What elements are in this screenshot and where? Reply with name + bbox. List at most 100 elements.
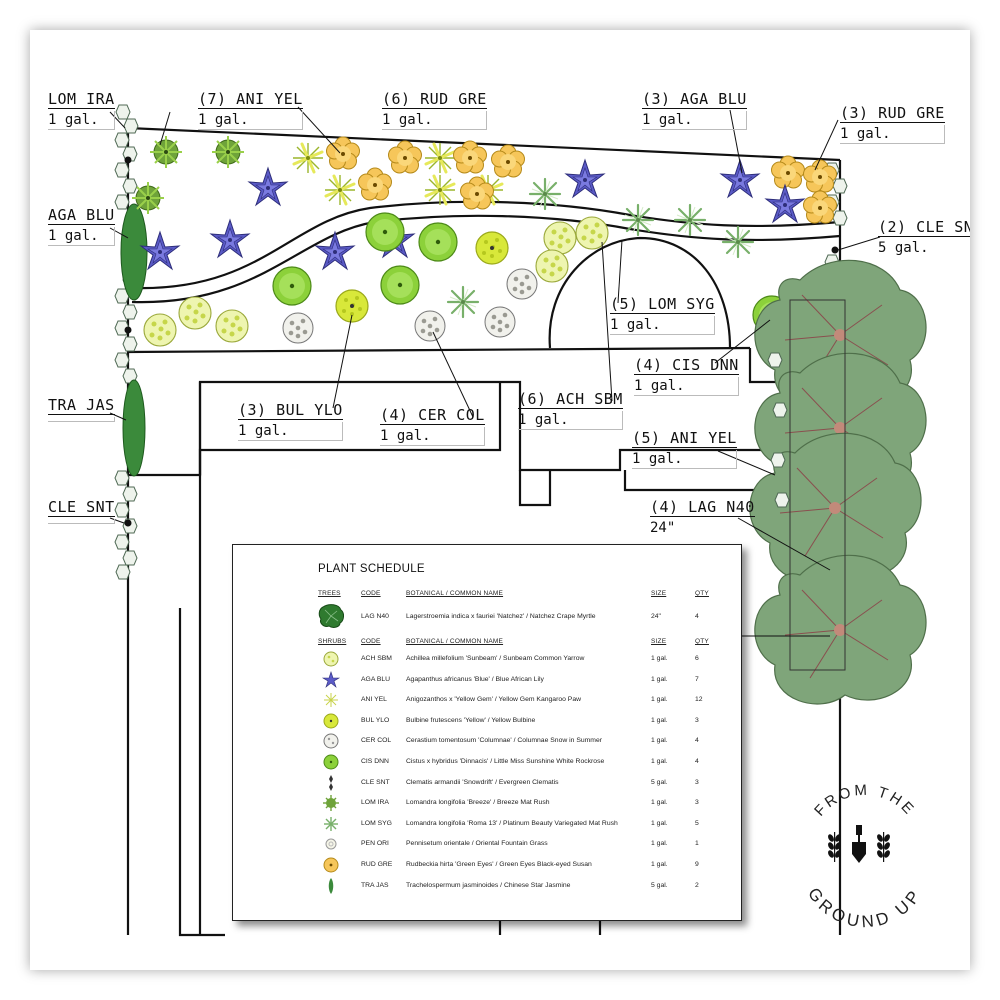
clematis-icon bbox=[329, 774, 333, 791]
header-code: CODE bbox=[361, 590, 381, 597]
shrub-code: ANI YEL bbox=[361, 696, 387, 704]
crape-myrtle-row bbox=[749, 259, 927, 705]
shrub-code: ACH SBM bbox=[361, 655, 392, 662]
header-botanical: BOTANICAL / COMMON NAME bbox=[406, 590, 504, 597]
trachelospermum-icon bbox=[328, 877, 334, 894]
shrub-name: Trachelospermum jasminoides / Chinese St… bbox=[406, 881, 571, 889]
lomandra-ira-icon bbox=[323, 795, 339, 812]
shrub-name: Rudbeckia hirta 'Green Eyes' / Green Eye… bbox=[406, 861, 592, 868]
tag-cle-snt-2: (2) CLE SNT5 gal. bbox=[878, 220, 970, 257]
shrub-code: AGA BLU bbox=[361, 675, 391, 683]
achillea-icon bbox=[323, 651, 339, 667]
shrub-name: Clematis armandii 'Snowdrift' / Evergree… bbox=[406, 778, 559, 786]
pennisetum-icon bbox=[325, 838, 337, 850]
shrub-code: PEN ORI bbox=[361, 840, 389, 848]
tree-code: LAG N40 bbox=[361, 613, 389, 620]
schedule-row-ach-sbm: ACH SBM Achillea millefolium 'Sunbeam' / … bbox=[233, 649, 741, 669]
from-the-ground-up-logo: FROM THE GROUND UP bbox=[804, 782, 922, 932]
schedule-row-ani-yel: ANI YEL Anigozanthos x 'Yellow Gem' / Yel… bbox=[233, 690, 741, 710]
schedule-row-tree: LAG N40 Lagerstroemia indica x fauriei '… bbox=[233, 603, 741, 631]
shovel-icon bbox=[852, 825, 866, 863]
header-size: SIZE bbox=[651, 590, 667, 597]
planting-plan bbox=[109, 104, 927, 937]
schedule-row-rud-gre: RUD GRE Rudbeckia hirta 'Green Eyes' / Gr… bbox=[233, 855, 741, 875]
tree-icon bbox=[318, 604, 344, 628]
path-edge-lower bbox=[131, 214, 841, 304]
shrub-name: Agapanthus africanus 'Blue' / Blue Afric… bbox=[406, 675, 544, 683]
east-vines bbox=[824, 162, 848, 302]
shrub-name: Cerastium tomentosum 'Columnae' / Column… bbox=[406, 737, 603, 745]
shrub-size: 1 gal. bbox=[651, 799, 668, 807]
shrub-name: Achillea millefolium 'Sunbeam' / Sunbeam… bbox=[406, 655, 585, 662]
rudbeckia-icon bbox=[323, 857, 339, 873]
tag-cle-snt: CLE SNT bbox=[48, 500, 115, 524]
bulbine-icon bbox=[323, 713, 339, 729]
header-size-2: SIZE bbox=[651, 638, 667, 645]
shrub-name: Anigozanthos x 'Yellow Gem' / Yellow Gem… bbox=[406, 696, 582, 704]
shrub-size: 1 gal. bbox=[651, 696, 668, 704]
shrub-qty: 3 bbox=[695, 799, 699, 807]
west-vine-hedge bbox=[114, 104, 148, 580]
shrub-qty: 3 bbox=[695, 716, 699, 724]
north-bed-edge bbox=[127, 126, 841, 162]
schedule-row-pen-ori: PEN ORI Pennisetum orientale / Oriental F… bbox=[233, 834, 741, 854]
header-botanical-2: BOTANICAL / COMMON NAME bbox=[406, 638, 504, 645]
header-trees: TREES bbox=[318, 590, 341, 597]
agapanthus-icon bbox=[321, 670, 341, 688]
shrub-name: Pennisetum orientale / Oriental Fountain… bbox=[406, 840, 548, 848]
schedule-row-bul-ylo: BUL YLO Bulbine frutescens 'Yellow' / Yel… bbox=[233, 711, 741, 731]
tag-tra-jas: TRA JAS bbox=[48, 398, 115, 422]
schedule-row-aga-blu: AGA BLU Agapanthus africanus 'Blue' / Blu… bbox=[233, 670, 741, 690]
shrub-code: RUD GRE bbox=[361, 861, 393, 868]
shrub-qty: 6 bbox=[695, 655, 699, 662]
shrub-qty: 3 bbox=[695, 778, 699, 786]
anigozanthos-icon bbox=[324, 693, 338, 708]
shrub-size: 1 gal. bbox=[651, 861, 668, 868]
wheat-icon-right bbox=[877, 832, 890, 862]
plant-schedule: PLANT SCHEDULE TREES CODE BOTANICAL / CO… bbox=[232, 544, 742, 921]
shrub-qty: 2 bbox=[695, 881, 699, 889]
shrub-qty: 1 bbox=[695, 840, 699, 848]
shrub-qty: 5 bbox=[695, 819, 699, 827]
shrub-code: TRA JAS bbox=[361, 881, 389, 889]
schedule-title: PLANT SCHEDULE bbox=[318, 563, 425, 575]
shrub-size: 1 gal. bbox=[651, 655, 668, 662]
shrub-code: LOM SYG bbox=[361, 819, 392, 827]
circular-bed bbox=[548, 236, 732, 349]
shrub-size: 1 gal. bbox=[651, 819, 668, 827]
schedule-row-tra-jas: TRA JAS Trachelospermum jasminoides / Chi… bbox=[233, 876, 741, 896]
svg-text:FROM THE: FROM THE bbox=[811, 782, 919, 820]
shrub-name: Bulbine frutescens 'Yellow' / Yellow Bul… bbox=[406, 716, 536, 724]
lomandra-syg-icon bbox=[324, 816, 338, 831]
shrub-qty: 9 bbox=[695, 861, 699, 868]
shrub-code: BUL YLO bbox=[361, 716, 390, 724]
leader-lines bbox=[109, 106, 881, 637]
shrub-qty: 4 bbox=[695, 737, 699, 745]
shrub-qty: 12 bbox=[695, 696, 703, 704]
shrub-size: 1 gal. bbox=[651, 716, 668, 724]
schedule-row-cer-col: CER COL Cerastium tomentosum 'Columnae' /… bbox=[233, 731, 741, 751]
wheat-icon-left bbox=[828, 832, 841, 862]
header-code-2: CODE bbox=[361, 638, 381, 645]
bed-south-edge bbox=[127, 346, 751, 354]
shrub-code: CER COL bbox=[361, 737, 392, 745]
shrub-qty: 7 bbox=[695, 675, 699, 683]
tree-name: Lagerstroemia indica x fauriei 'Natchez'… bbox=[406, 613, 596, 620]
shrub-size: 5 gal. bbox=[651, 778, 668, 786]
logo-text-top: FROM THE bbox=[811, 782, 916, 820]
shrub-name: Lomandra longifolia 'Breeze' / Breeze Ma… bbox=[406, 799, 550, 807]
